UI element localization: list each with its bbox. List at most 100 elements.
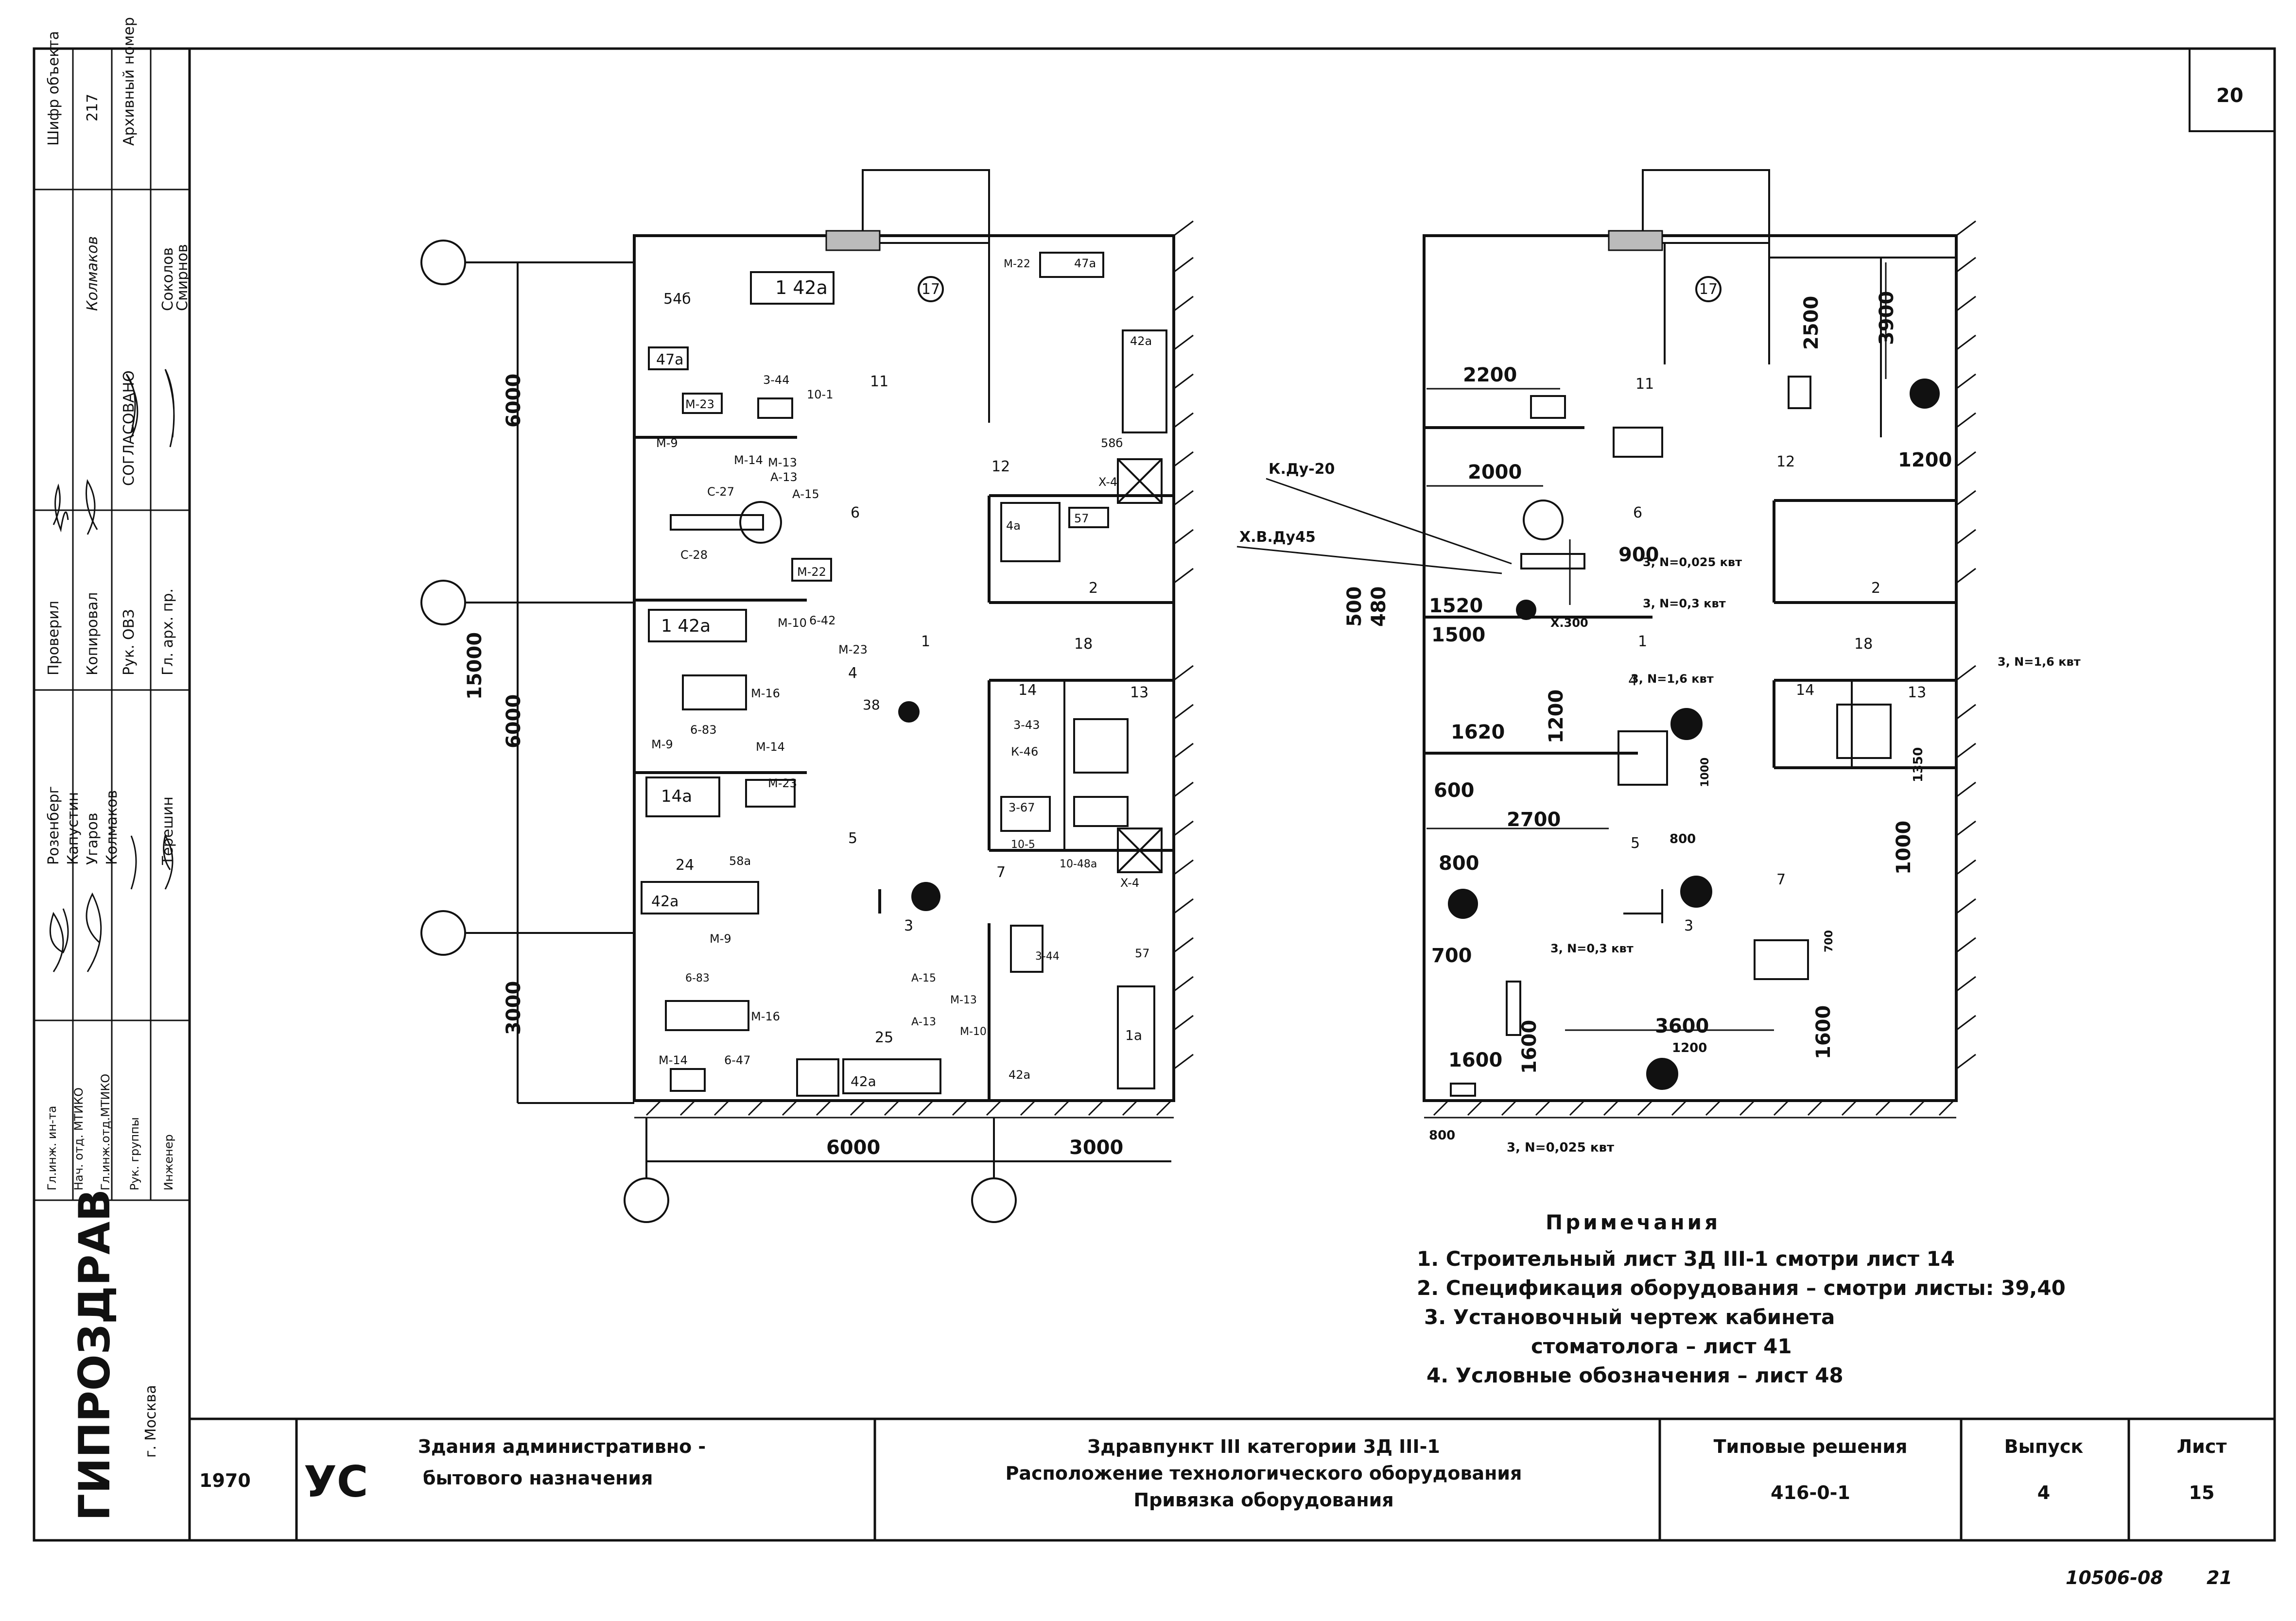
room-3-left: 3 <box>904 917 913 934</box>
rdim: 1520 <box>1429 595 1483 617</box>
sheet-frame <box>33 47 2276 1542</box>
stamp-copied: Копировал <box>84 592 101 675</box>
dim-3000-side: 3000 <box>503 981 525 1035</box>
title-block-text: 1970 УС Здания административно - бытовог… <box>199 1436 2226 1511</box>
stamp-archive: Архивный номер <box>121 17 138 146</box>
tb-main-3: Привязка оборудования <box>1133 1489 1393 1511</box>
left-dimensions: 6000 6000 3000 15000 6000 3000 <box>464 374 1123 1159</box>
eq-label: 10-5 <box>1011 839 1035 851</box>
eq-label: X-4 <box>1098 475 1117 489</box>
stamp-org: ГИПРОЗДРАВ <box>70 1189 120 1521</box>
title-block <box>190 1417 2275 1540</box>
notes-title: Примечания <box>1546 1210 1721 1234</box>
eq-label: А-15 <box>792 487 819 501</box>
rdim: 2000 <box>1468 461 1522 483</box>
rdim: 800 <box>1670 832 1696 846</box>
rdim: 1600 <box>1812 1005 1835 1059</box>
rdim: 800 <box>1439 852 1479 875</box>
rdim: 1000 <box>1893 821 1915 875</box>
eq-label: 58a <box>729 854 751 868</box>
callout-hvdu45: Х.В.Ду45 <box>1239 529 1316 546</box>
eq-label: 6-83 <box>690 723 716 737</box>
eq-label: А-15 <box>911 972 936 984</box>
signature-marks <box>49 369 175 972</box>
eq-label: М-22 <box>797 565 826 579</box>
archive-code: 10506-08 <box>2066 1567 2163 1588</box>
eq-label: 14a <box>661 787 692 806</box>
room-4-right: 4 <box>1628 672 1637 689</box>
stamp-smirnov: Смирнов <box>174 244 191 311</box>
note-1: 1. Строительный лист 3Д III-1 смотри лис… <box>1417 1247 1955 1271</box>
eq-label: А-13 <box>911 1016 936 1028</box>
dim-6000-bottom: 6000 <box>826 1137 880 1159</box>
eq-label: 42a <box>1009 1068 1030 1082</box>
rdim: 600 <box>1434 779 1475 802</box>
stamp-role-3: Гл.инж.отд.МТИКО <box>99 1074 112 1190</box>
room-3-right: 3 <box>1684 917 1693 934</box>
eq-label: А-13 <box>770 470 798 484</box>
eq-label: М-16 <box>751 1010 780 1023</box>
left-floor-plan <box>633 169 1194 1119</box>
eq-label: М-14 <box>756 740 785 754</box>
stamp-sokolov: Соколов <box>159 247 176 311</box>
left-room-markers: 17 11 12 6 2 4 1 18 14 13 5 7 3 24 25 <box>676 276 1148 1046</box>
room-12-left: 12 <box>991 458 1010 475</box>
stamp-tereshin: Терешин <box>159 796 176 865</box>
room-7-left: 7 <box>996 864 1006 881</box>
room-25-left: 25 <box>875 1029 893 1046</box>
room-12-right: 12 <box>1776 453 1795 470</box>
rdim: 700 <box>1431 945 1472 967</box>
room-5-left: 5 <box>848 830 857 847</box>
room-7-right: 7 <box>1776 871 1786 888</box>
eq-label: 42a <box>1130 334 1152 348</box>
room-11-right: 11 <box>1635 376 1654 393</box>
eq-label: 1 42a <box>775 277 828 298</box>
rdim: 1500 <box>1431 624 1485 646</box>
room-2-right: 2 <box>1871 580 1880 597</box>
eq-label: 3-43 <box>1013 718 1040 732</box>
tb-main-2: Расположение технологического оборудован… <box>1006 1463 1522 1484</box>
room-2-left: 2 <box>1089 580 1098 597</box>
stamp-surname-top: Колмаков <box>84 236 101 311</box>
side-stamp-text: Шифр объекта 217 Архивный номер Колмаков… <box>45 17 191 1521</box>
tb-typ-value: 416-0-1 <box>1771 1482 1850 1503</box>
rdim: 2700 <box>1507 809 1561 831</box>
tb-typ-label: Типовые решения <box>1714 1436 1908 1457</box>
stamp-role-4: Рук. группы <box>128 1117 141 1190</box>
rdim: 1200 <box>1545 690 1567 743</box>
eq-label: 58б <box>1101 436 1123 450</box>
callout-n03-top: 3, N=0,3 квт <box>1643 597 1726 610</box>
stamp-ruk-ovz: Рук. ОВЗ <box>121 609 138 675</box>
eq-label: М-13 <box>950 994 977 1006</box>
rdim: 1350 <box>1911 747 1926 782</box>
stamp-kolmakov: Колмаков <box>104 790 121 865</box>
rdim: 2500 <box>1800 296 1823 350</box>
rdim: 1200 <box>1898 449 1952 471</box>
rdim: 3900 <box>1876 291 1898 345</box>
eq-label: М-23 <box>685 397 714 411</box>
room-1-left: 1 <box>921 633 930 650</box>
eq-label: М-14 <box>734 453 763 467</box>
eq-label: М-14 <box>659 1053 688 1067</box>
rdim: 1620 <box>1451 721 1505 743</box>
stamp-code-value: 217 <box>84 94 101 121</box>
rdim: 480 <box>1368 586 1390 627</box>
callout-n03-bottom: 3, N=0,3 квт <box>1550 942 1634 955</box>
tb-series-name-2: бытового назначения <box>423 1467 653 1489</box>
dim-6000-top: 6000 <box>503 374 525 428</box>
notes-block: Примечания 1. Строительный лист 3Д III-1… <box>1417 1210 2066 1387</box>
rdim: 1600 <box>1448 1049 1502 1071</box>
callout-x300: Х.300 <box>1550 616 1588 630</box>
eq-label: 38 <box>863 697 880 713</box>
eq-label: М-9 <box>710 932 731 946</box>
corner-sheet-number: 20 <box>2216 85 2244 107</box>
eq-label: 1 42a <box>661 616 711 636</box>
stamp-checked: Проверил <box>45 601 62 675</box>
tb-year: 1970 <box>199 1470 251 1491</box>
side-stamp <box>34 49 190 1201</box>
right-callouts: К.Ду-20 Х.В.Ду45 3, N=0,025 квт 3, N=0,3… <box>1236 461 2081 1155</box>
rdim: 3600 <box>1655 1015 1709 1037</box>
eq-label: 54б <box>663 291 691 308</box>
note-2: 2. Спецификация оборудования – смотри ли… <box>1417 1276 2066 1300</box>
